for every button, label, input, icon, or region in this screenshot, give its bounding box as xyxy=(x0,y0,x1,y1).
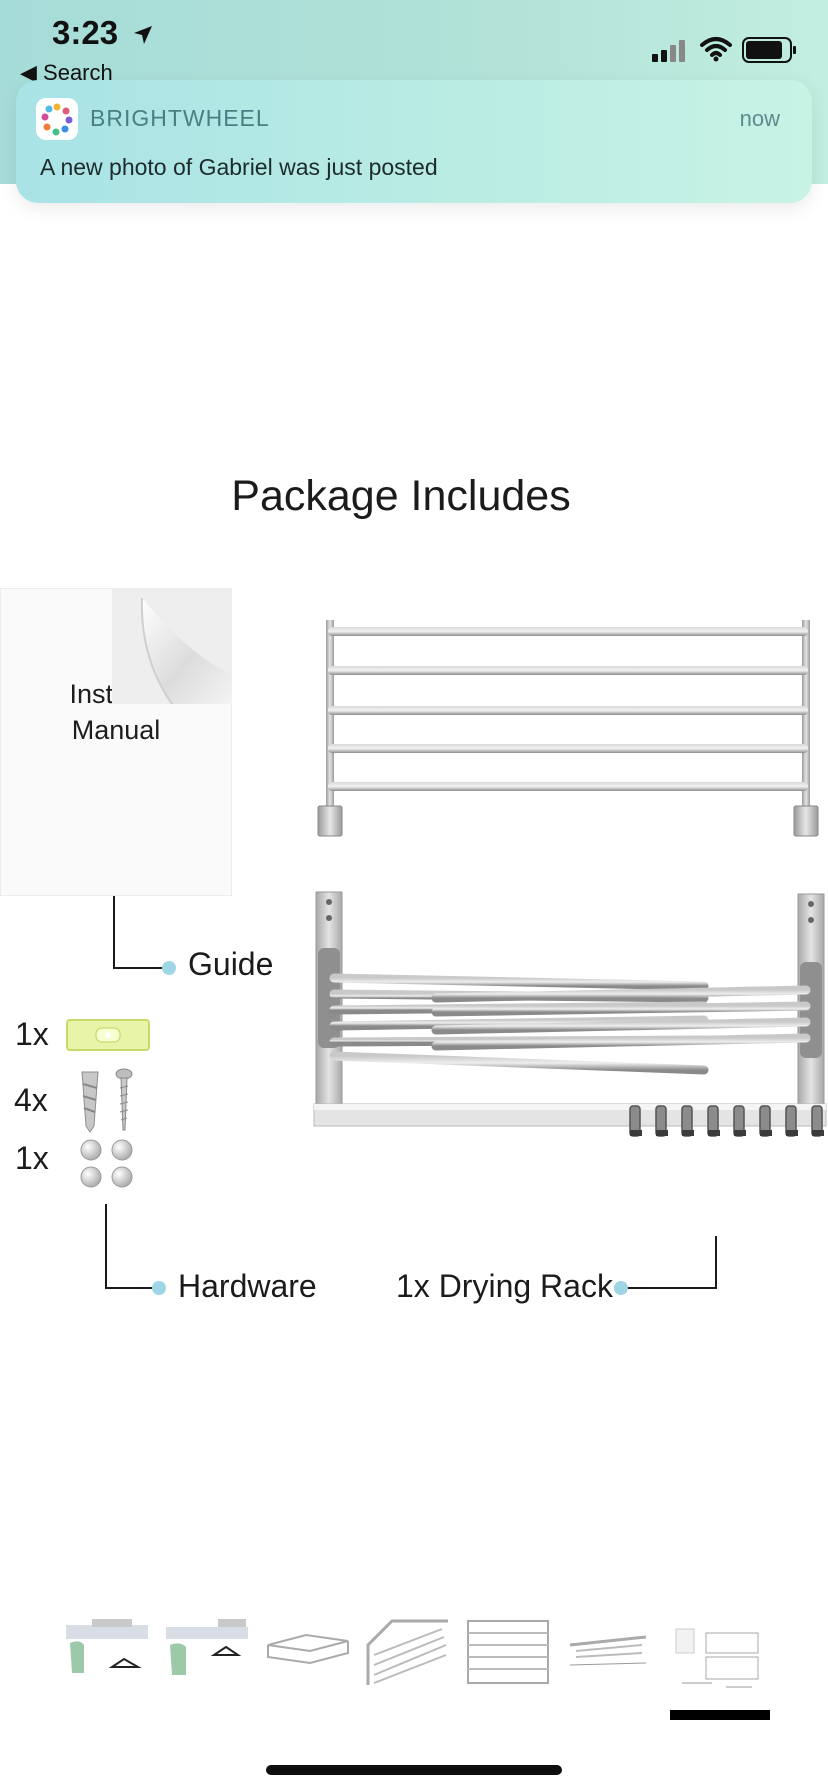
location-arrow-icon xyxy=(132,24,154,46)
package-includes-heading: Package Includes xyxy=(231,472,571,520)
selected-thumbnail-indicator xyxy=(670,1710,770,1720)
home-indicator[interactable] xyxy=(266,1765,562,1775)
thumbnail-3[interactable] xyxy=(262,1615,354,1695)
drying-rack-label: 1x Drying Rack xyxy=(396,1268,613,1304)
brightwheel-app-icon xyxy=(36,98,78,140)
rack-dot xyxy=(614,1281,628,1295)
hardware-dot xyxy=(152,1281,166,1295)
drying-rack-folded-view xyxy=(312,890,828,1152)
battery-icon xyxy=(742,37,798,63)
level-quantity: 1x xyxy=(15,1016,49,1052)
notification-time: now xyxy=(739,106,780,131)
manual-label-line2: Manual xyxy=(71,715,161,745)
guide-label: Guide xyxy=(188,946,274,982)
anchor-screw-quantity: 4x xyxy=(14,1082,48,1118)
thumbnail-4[interactable] xyxy=(362,1615,454,1695)
thumbnail-5[interactable] xyxy=(462,1615,554,1695)
thumbnail-6[interactable] xyxy=(562,1615,654,1695)
guide-dot xyxy=(162,961,176,975)
notification-message: A new photo of Gabriel was just posted xyxy=(40,154,438,180)
installation-manual-illustration: Installat Manual xyxy=(0,588,232,896)
page-curl-graphic xyxy=(112,588,232,704)
image-thumbnail-strip xyxy=(62,1615,782,1715)
thumbnail-7-selected[interactable] xyxy=(672,1615,764,1695)
hardware-label: Hardware xyxy=(178,1268,317,1304)
cellular-signal-icon xyxy=(652,40,688,62)
notification-app-name: BRIGHTWHEEL xyxy=(90,105,270,131)
thumbnail-1[interactable] xyxy=(62,1615,154,1695)
wifi-icon xyxy=(700,36,732,62)
wall-anchor-and-screw-icon xyxy=(76,1068,140,1134)
bubble-level-icon xyxy=(66,1018,150,1052)
drying-rack-front-view xyxy=(314,618,822,840)
callout-lines xyxy=(105,896,717,1295)
status-time: 3:23 xyxy=(52,14,119,51)
cap-quantity: 1x xyxy=(15,1140,49,1176)
thumbnail-2[interactable] xyxy=(162,1615,254,1695)
screw-caps-icon xyxy=(78,1138,136,1190)
push-notification[interactable]: BRIGHTWHEEL now A new photo of Gabriel w… xyxy=(16,80,812,203)
